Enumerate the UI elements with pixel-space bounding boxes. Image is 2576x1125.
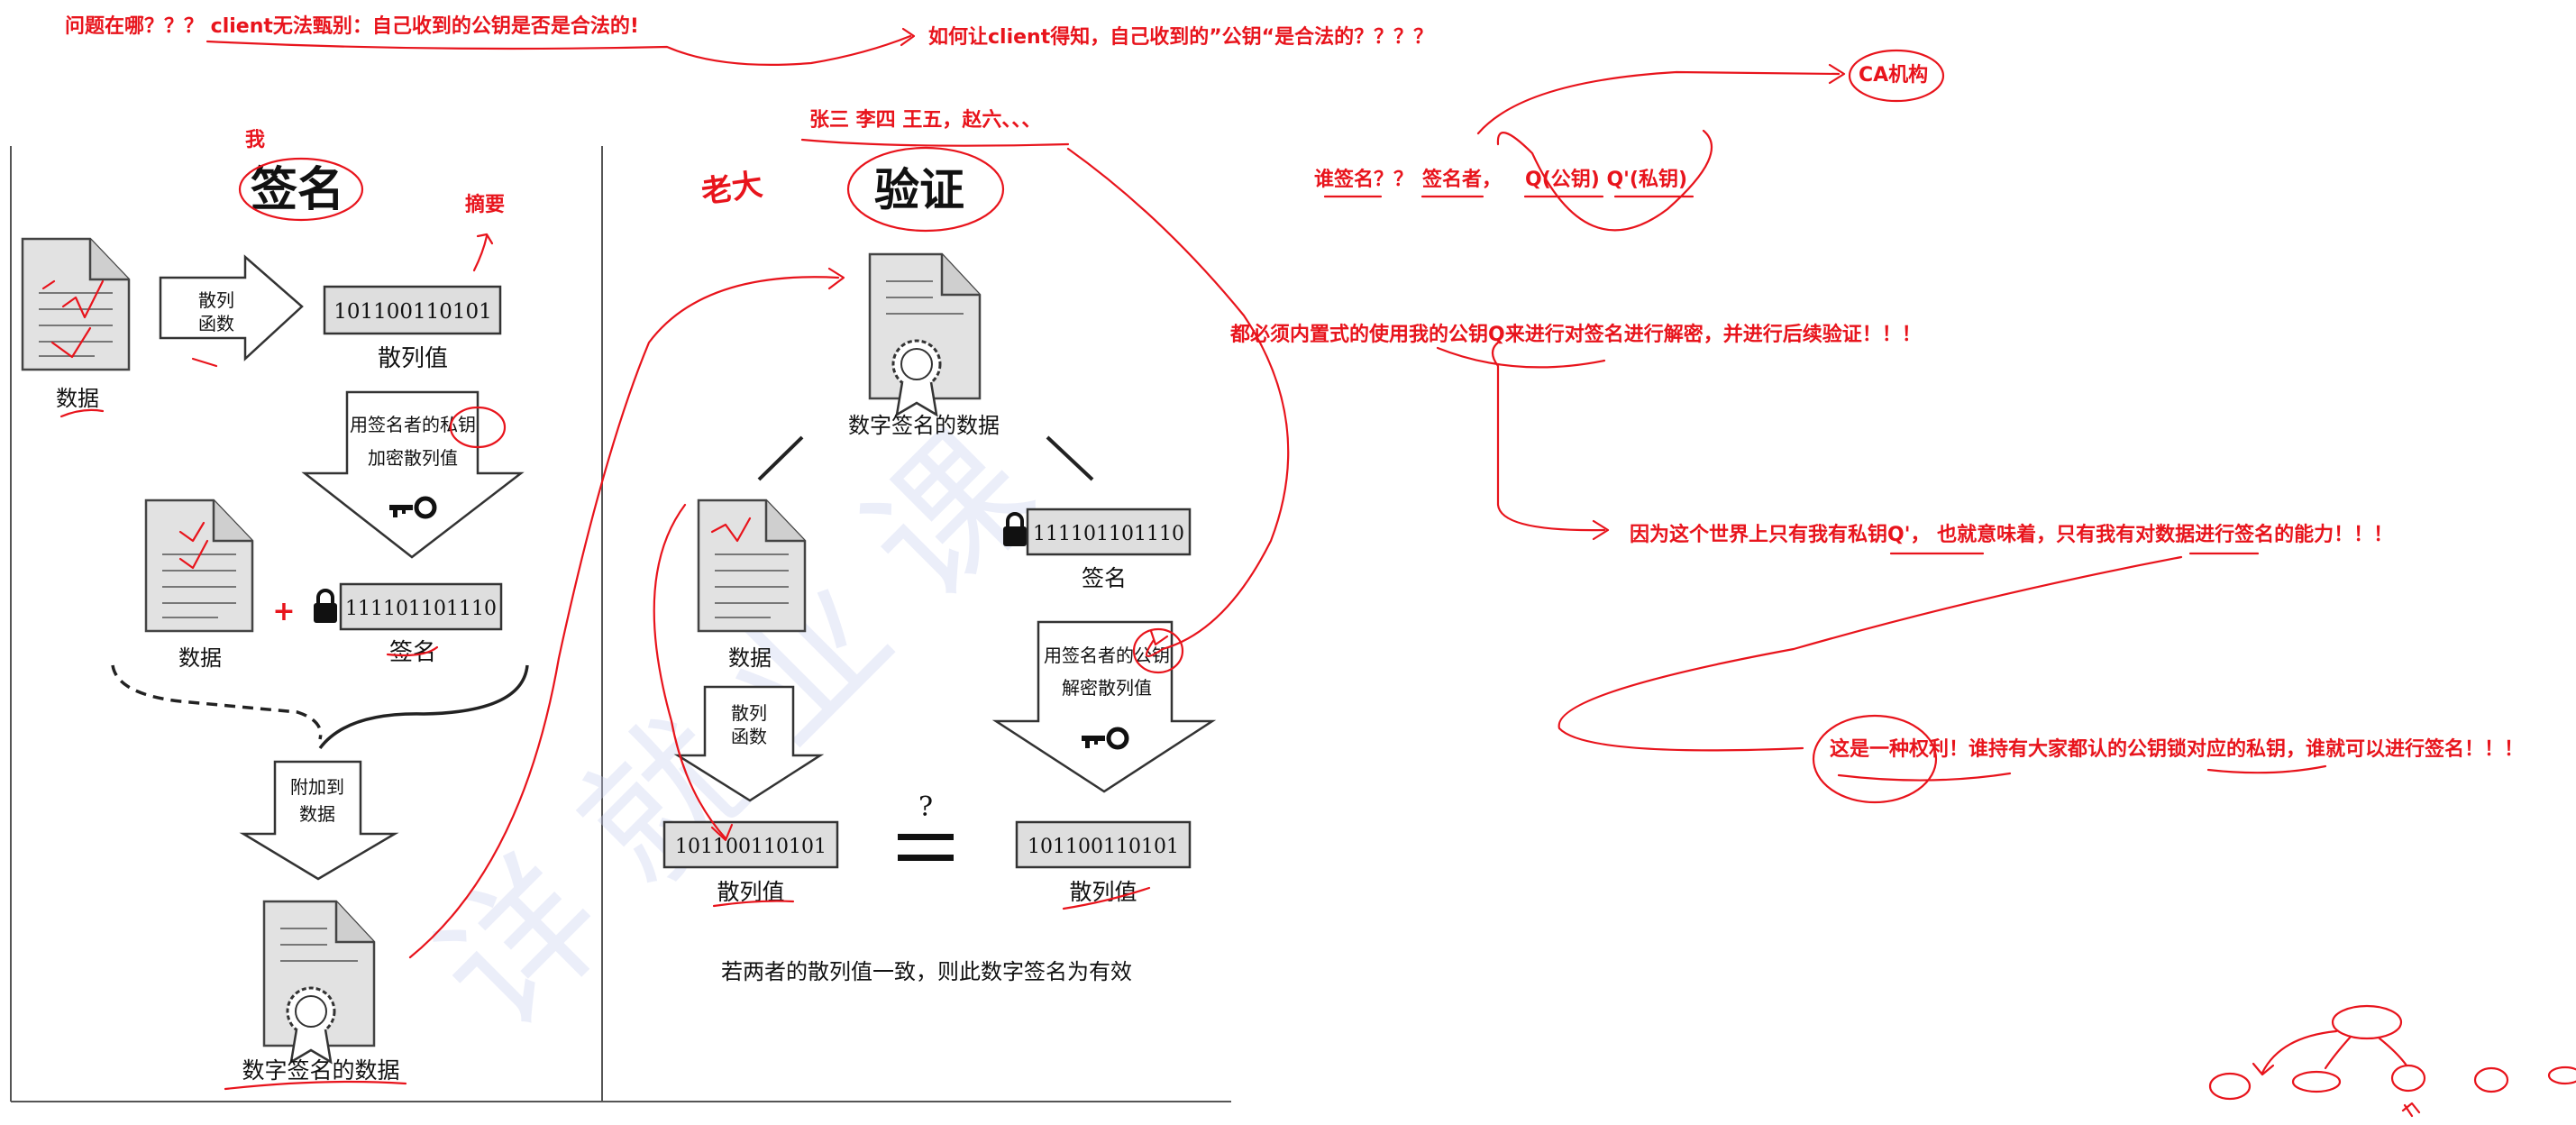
append-line2: 数据: [299, 803, 335, 825]
verify-title: 验证: [874, 163, 964, 216]
brace-right: [318, 664, 529, 750]
encrypt-line1: 用签名者的私钥: [350, 414, 476, 435]
verify-signature-box: [1026, 508, 1192, 556]
annotation-only-me: 因为这个世界上只有我有私钥Q'， 也就意味着，只有我有对数据进行签名的能力！！！: [1630, 523, 2393, 546]
verify-data-document-icon: [697, 498, 807, 633]
plus-sign: +: [272, 596, 295, 627]
hash-value-label: 散列值: [378, 345, 448, 372]
data-label: 数据: [56, 386, 99, 411]
annotation-signer: 签名者，: [1421, 168, 1502, 191]
equals-bar-bottom: [898, 855, 954, 861]
verify-signature-label: 签名: [1082, 565, 1127, 591]
verify-conclusion: 若两者的散列值一致，则此数字签名为有效: [721, 959, 1132, 984]
annotation-who-signs: 谁签名？？: [1314, 168, 1413, 191]
verify-hash-fn-arrow: [673, 685, 825, 802]
annotation-top-how: 如何让client得知，自己收到的”公钥“是合法的？？？？: [928, 25, 1433, 49]
data-document-icon-2: [144, 498, 254, 633]
decrypt-line2: 解密散列值: [1062, 677, 1152, 699]
hash-fn-line1: 散列: [198, 289, 234, 311]
verify-hash-right: 101100110101: [1028, 836, 1179, 858]
split-line-left: [757, 435, 804, 481]
append-line1: 附加到: [290, 776, 344, 798]
annotation-top-question: 问题在哪？？？ client无法甄别：自己收到的公钥是否是合法的!: [65, 14, 639, 38]
signed-data-icon: [262, 900, 376, 1064]
verify-signed-data-label: 数字签名的数据: [848, 413, 1000, 438]
verify-hash-fn-line1: 散列: [731, 702, 767, 724]
verify-signed-data-icon: [868, 252, 982, 416]
encrypt-line2: 加密散列值: [368, 447, 458, 469]
hash-value-box: [323, 285, 502, 335]
annotation-keys: Q(公钥) Q'(私钥): [1525, 168, 1687, 191]
verify-data-label: 数据: [728, 645, 772, 671]
red-ink-strokes: [41, 27, 2576, 1118]
signed-data-label: 数字签名的数据: [242, 1057, 399, 1084]
hash-value: 101100110101: [333, 300, 492, 324]
decrypt-arrow: [991, 620, 1217, 793]
equals-bar-top: [898, 834, 954, 840]
annotation-a-right: 这是一种权利！谁持有大家都认的公钥锁对应的私钥，谁就可以进行签名！！！: [1830, 737, 2524, 761]
encrypt-arrow: [301, 390, 525, 559]
data2-label: 数据: [178, 645, 222, 671]
signature-box: [339, 582, 503, 631]
signature-value: 111101101110: [345, 598, 497, 620]
lock-icon: [312, 589, 339, 625]
annotation-ca: CA机构: [1859, 63, 1928, 87]
annotation-digest: 摘要: [465, 193, 505, 216]
split-line-right: [1046, 435, 1094, 481]
verify-hash-right-box: [1015, 820, 1192, 869]
compare-question-mark: ?: [918, 791, 933, 823]
verify-hash-fn-line2: 函数: [731, 726, 767, 747]
verify-hash-left-box: [662, 820, 839, 869]
brace-left: [111, 664, 323, 740]
verify-hash-left: 101100110101: [675, 836, 827, 858]
annotation-must-builtin: 都必须内置式的使用我的公钥Q来进行对签名进行解密，并进行后续验证！！！: [1229, 323, 1922, 346]
annotation-me: 我: [245, 129, 265, 151]
hash-function-arrow: [159, 254, 304, 361]
annotation-names: 张三 李四 王五，赵六、、、: [809, 108, 1041, 132]
append-arrow: [239, 760, 399, 881]
hash-fn-line2: 函数: [198, 313, 234, 334]
annotation-scribble: 老大: [699, 167, 765, 211]
verify-signature-value: 111101101110: [1033, 523, 1184, 545]
sign-title: 签名: [251, 162, 344, 217]
